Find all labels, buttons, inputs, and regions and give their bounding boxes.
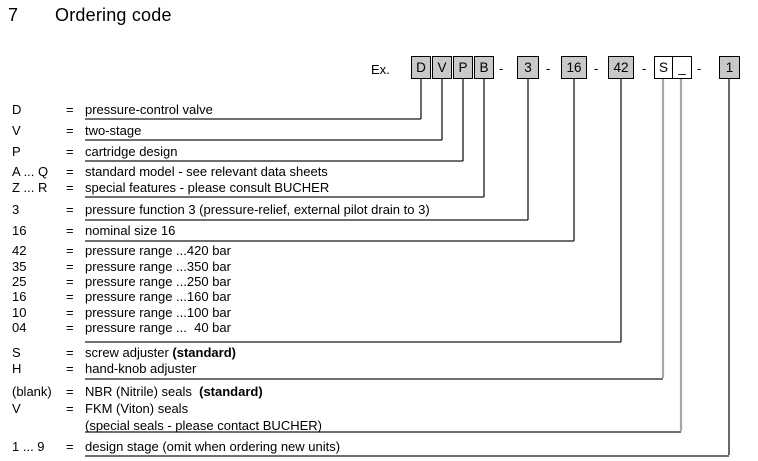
code-label: 10 — [12, 305, 27, 320]
code-cell-b: B — [474, 56, 494, 79]
code-label: H — [12, 361, 22, 376]
equals-sign: = — [66, 384, 74, 399]
code-row-range-04: 04 = pressure range ... 40 bar — [0, 321, 758, 335]
equals-sign: = — [66, 274, 74, 289]
code-description: hand-knob adjuster — [85, 361, 197, 376]
code-row-nbr: (blank) = NBR (Nitrile) seals (standard) — [0, 385, 758, 399]
section-title-text: Ordering code — [55, 5, 172, 25]
code-cell-s: S — [654, 56, 673, 79]
code-description: special features - please consult BUCHER — [85, 180, 330, 195]
code-label: A ... Q — [12, 164, 49, 179]
equals-sign: = — [66, 345, 74, 360]
code-description: pressure function 3 (pressure-relief, ex… — [85, 202, 430, 217]
code-cell-p: P — [453, 56, 473, 79]
code-row-range-25: 25 = pressure range ...250 bar — [0, 275, 758, 289]
equals-sign: = — [66, 289, 74, 304]
equals-sign: = — [66, 164, 74, 179]
code-cell-blank: _ — [673, 56, 692, 79]
equals-sign: = — [66, 180, 74, 195]
code-cell-d: D — [411, 56, 431, 79]
equals-sign: = — [66, 401, 74, 416]
code-label: V — [12, 123, 21, 138]
code-row-P: P = cartridge design — [0, 145, 758, 159]
code-box-42: 42 — [608, 56, 634, 79]
section-title: 7 Ordering code — [8, 5, 172, 26]
code-row-range-35: 35 = pressure range ...350 bar — [0, 260, 758, 274]
code-label: 3 — [12, 202, 20, 217]
code-description: standard model - see relevant data sheet… — [85, 164, 328, 179]
code-description: nominal size 16 — [85, 223, 176, 238]
code-row-range-42: 42 = pressure range ...420 bar — [0, 244, 758, 258]
code-row-screw: S = screw adjuster (standard) — [0, 346, 758, 360]
equals-sign: = — [66, 305, 74, 320]
code-description: pressure range ...420 bar — [85, 243, 231, 258]
code-row-handknob: H = hand-knob adjuster — [0, 362, 758, 376]
code-box-1: 1 — [719, 56, 740, 79]
code-row-V: V = two-stage — [0, 124, 758, 138]
code-label: (blank) — [12, 384, 52, 399]
code-label: 04 — [12, 320, 27, 335]
code-row-fkm: V = FKM (Viton) seals — [0, 402, 758, 416]
example-code-group-adjuster-seal: S _ — [654, 56, 692, 79]
code-separator: - — [546, 61, 551, 76]
equals-sign: = — [66, 320, 74, 335]
code-label: D — [12, 102, 22, 117]
code-label: S — [12, 345, 21, 360]
code-description: pressure range ...350 bar — [85, 259, 231, 274]
code-label: P — [12, 144, 21, 159]
code-label: 16 — [12, 289, 27, 304]
example-label: Ex. — [371, 62, 390, 77]
code-row-special-seals: (special seals - please contact BUCHER) — [0, 419, 758, 433]
code-description: FKM (Viton) seals — [85, 401, 189, 416]
code-separator: - — [697, 61, 702, 76]
code-description: (special seals - please contact BUCHER) — [85, 418, 322, 433]
code-description: pressure range ...160 bar — [85, 289, 231, 304]
code-description: pressure-control valve — [85, 102, 213, 117]
code-row-D: D = pressure-control valve — [0, 103, 758, 117]
code-description: cartridge design — [85, 144, 178, 159]
code-description: pressure range ... 40 bar — [85, 320, 231, 335]
code-description: two-stage — [85, 123, 142, 138]
code-description: pressure range ...250 bar — [85, 274, 231, 289]
code-row-size: 16 = nominal size 16 — [0, 224, 758, 238]
code-label: 16 — [12, 223, 27, 238]
code-separator: - — [499, 61, 504, 76]
code-label: 1 ... 9 — [12, 439, 45, 454]
code-separator: - — [642, 61, 647, 76]
equals-sign: = — [66, 243, 74, 258]
equals-sign: = — [66, 102, 74, 117]
code-cell-v: V — [432, 56, 452, 79]
code-row-AQ: A ... Q = standard model - see relevant … — [0, 165, 758, 179]
code-description: pressure range ...100 bar — [85, 305, 231, 320]
code-separator: - — [594, 61, 599, 76]
equals-sign: = — [66, 223, 74, 238]
code-label: Z ... R — [12, 180, 48, 195]
code-row-ZR: Z ... R = special features - please cons… — [0, 181, 758, 195]
code-label: V — [12, 401, 21, 416]
equals-sign: = — [66, 123, 74, 138]
code-row-range-16: 16 = pressure range ...160 bar — [0, 290, 758, 304]
equals-sign: = — [66, 202, 74, 217]
code-label: 42 — [12, 243, 27, 258]
equals-sign: = — [66, 361, 74, 376]
section-number: 7 — [8, 5, 19, 25]
code-label: 35 — [12, 259, 27, 274]
code-description: screw adjuster (standard) — [85, 345, 236, 360]
code-label: 25 — [12, 274, 27, 289]
code-box-16: 16 — [561, 56, 587, 79]
equals-sign: = — [66, 144, 74, 159]
code-description: NBR (Nitrile) seals (standard) — [85, 384, 263, 399]
code-description: design stage (omit when ordering new uni… — [85, 439, 341, 454]
code-row-function: 3 = pressure function 3 (pressure-relief… — [0, 203, 758, 217]
example-code-group-dvpb: D V P B — [411, 56, 494, 79]
code-row-design-stage: 1 ... 9 = design stage (omit when orderi… — [0, 440, 758, 454]
code-row-range-10: 10 = pressure range ...100 bar — [0, 306, 758, 320]
code-box-3: 3 — [517, 56, 539, 79]
equals-sign: = — [66, 259, 74, 274]
equals-sign: = — [66, 439, 74, 454]
